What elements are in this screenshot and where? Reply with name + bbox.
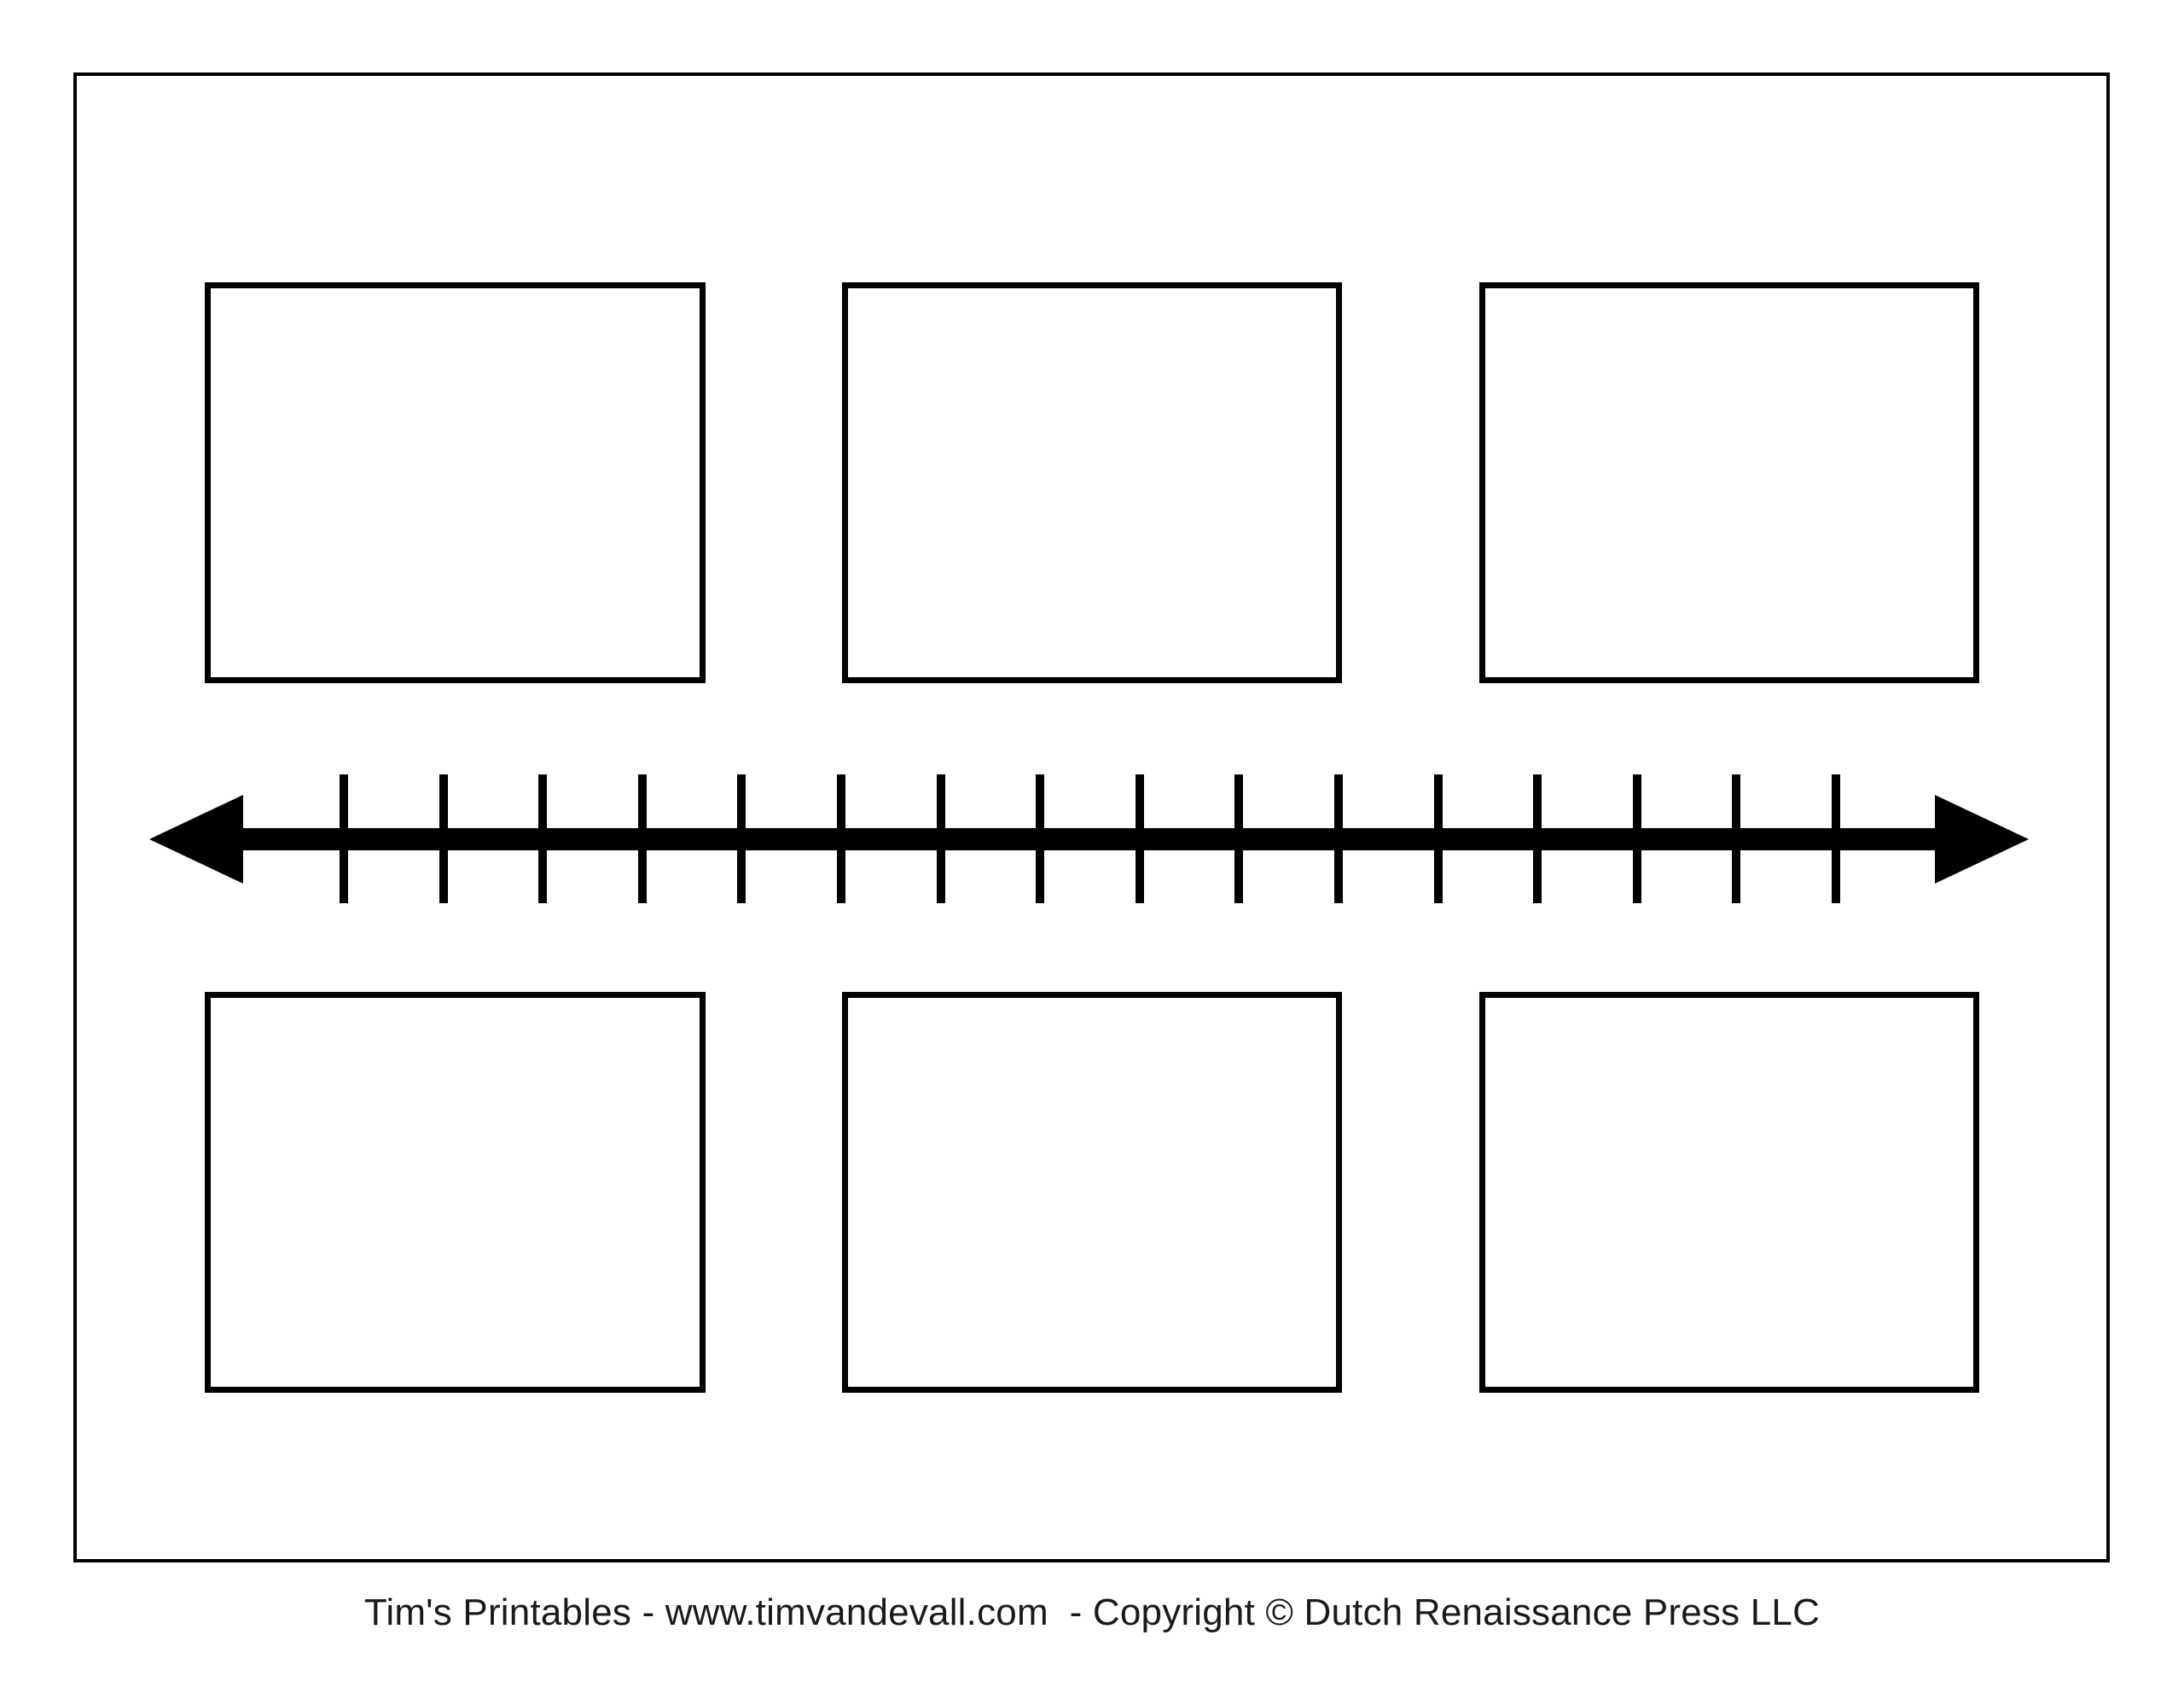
bottom-box-2[interactable] xyxy=(842,992,1342,1393)
number-line-shaft xyxy=(239,828,1943,850)
tick-mark xyxy=(1334,774,1343,903)
tick-mark xyxy=(1036,774,1044,903)
number-line-ticks xyxy=(340,774,1840,903)
number-line-graphic xyxy=(149,774,2029,903)
tick-mark xyxy=(1434,774,1443,903)
tick-mark xyxy=(1533,774,1542,903)
top-box-2[interactable] xyxy=(842,282,1342,683)
bottom-box-3[interactable] xyxy=(1479,992,1979,1393)
tick-mark xyxy=(1832,774,1840,903)
top-box-3[interactable] xyxy=(1479,282,1979,683)
page-border xyxy=(73,72,2110,1562)
top-box-1[interactable] xyxy=(205,282,706,683)
tick-mark xyxy=(638,774,647,903)
tick-mark xyxy=(837,774,845,903)
tick-mark xyxy=(538,774,547,903)
left-arrow-head xyxy=(149,795,243,884)
tick-mark xyxy=(1136,774,1144,903)
right-arrow-head xyxy=(1935,795,2029,884)
tick-mark xyxy=(737,774,746,903)
tick-mark xyxy=(340,774,348,903)
tick-mark xyxy=(1633,774,1641,903)
footer-credit: Tim's Printables - www.timvandevall.com … xyxy=(363,1591,1821,1633)
tick-mark xyxy=(439,774,448,903)
number-line xyxy=(145,768,2035,917)
tick-mark xyxy=(1234,774,1243,903)
tick-mark xyxy=(937,774,945,903)
tick-mark xyxy=(1732,774,1740,903)
bottom-box-1[interactable] xyxy=(205,992,706,1393)
